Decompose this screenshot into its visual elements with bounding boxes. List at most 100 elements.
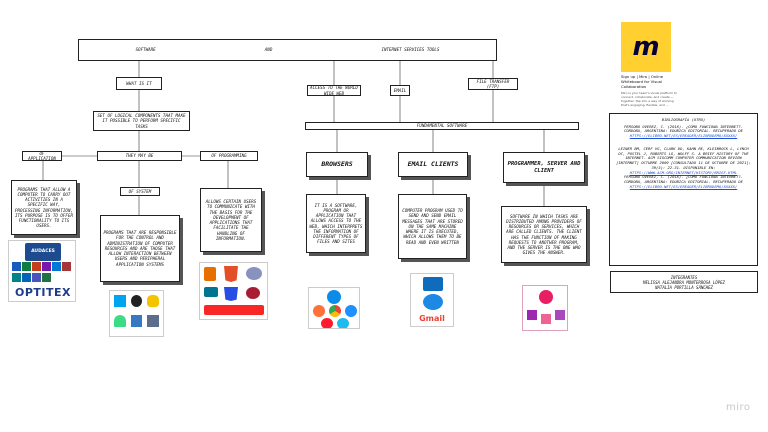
members-box: INTEGRANTES MELISSA ALEJANDRA MONTERROSA… — [610, 271, 758, 293]
node-programmer-text: PROGRAMMER, SERVER AND CLIENT — [507, 160, 581, 174]
tools-icon — [147, 315, 159, 327]
bibliography-heading: BIBLIOGRAFÍA (OTRO) — [661, 117, 706, 122]
node-fundamental: FUNDAMENTAL SOFTWARE — [305, 122, 579, 130]
optitex-logo: OPTITEX — [11, 285, 75, 301]
node-email-text: EMAIL — [393, 87, 407, 93]
sql-server-icon — [246, 287, 260, 299]
audaces-logo-text: AUDACES — [31, 249, 55, 254]
miro-watermark: miro — [726, 402, 751, 413]
node-prog-server-desc-text: SOFTWARE IN WHICH TASKS ARE DISTRIBUTED … — [506, 213, 582, 256]
settings-icon — [131, 315, 142, 327]
chrome-icon — [329, 305, 341, 317]
node-prog-desc: ALLOWS CERTAIN USERS TO COMMUNICATE WITH… — [200, 188, 262, 252]
node-browsers-text: BROWSERS — [321, 160, 353, 169]
node-of-programming: OF PROGRAMMING — [200, 151, 258, 161]
node-they-may-be: THEY MAY BE — [97, 151, 182, 161]
member-name-1: MELISSA ALEJANDRA MONTERROSA LÓPEZ — [643, 279, 725, 285]
mail-icon — [423, 294, 443, 310]
word-icon — [12, 262, 21, 271]
node-access-web-text: ACCESS TO THE WORLD WIDE WEB — [310, 85, 358, 96]
onedrive-icon — [22, 272, 31, 282]
title-right: INTERNET SERVICES TOOLS — [381, 47, 440, 53]
opera-icon — [321, 318, 333, 328]
node-email-clients-text: EMAIL CLIENTS — [407, 160, 459, 169]
node-programmer: PROGRAMMER, SERVER AND CLIENT — [503, 152, 585, 183]
firefox-icon — [313, 305, 325, 317]
office-icons — [12, 262, 74, 282]
node-email: EMAIL — [390, 85, 410, 96]
title-mid: AND — [264, 47, 273, 53]
audaces-logo: AUDACES — [25, 243, 61, 261]
safari-icon — [345, 305, 357, 317]
css3-icon — [224, 287, 238, 301]
node-of-application: OF APPLICATION — [22, 151, 62, 161]
onenote-icon — [42, 262, 51, 271]
linux-icon — [147, 295, 159, 307]
client-icon-1 — [527, 310, 537, 320]
bibliography-entry-2: LEINER BM, CERF VG, CLARK DD, KAHN RE, K… — [616, 145, 751, 170]
node-app-desc: PROGRAMS THAT ALLOW A COMPUTER TO CARRY … — [11, 180, 77, 235]
node-set-of-logical: SET OF LOGICAL COMPONENTS THAT MAKE IT P… — [93, 111, 190, 131]
optitex-logo-text: OPTITEX — [14, 286, 71, 299]
node-browsers-desc: IT IS A SOFTWARE, PROGRAM OR APPLICATION… — [306, 194, 366, 253]
bibliography-box: BIBLIOGRAFÍA (OTRO) PERSONO OVEREZ, C. (… — [609, 113, 758, 266]
powerpoint-icon — [32, 262, 41, 271]
php-icon — [246, 267, 262, 280]
node-of-system-text: OF SYSTEM — [128, 188, 152, 194]
member-name-2: NATALIA PORTILLA SÁNCHEZ — [655, 284, 713, 290]
access-icon — [62, 262, 71, 271]
client-server-image — [522, 285, 568, 331]
bibliography-link-2[interactable]: HTTPS://WWW.ACM.ORG/INTERNET/HISTORY/BRI… — [629, 169, 738, 175]
excel-icon — [22, 262, 31, 271]
node-what-is-it: WHAT IS IT — [116, 77, 162, 90]
miro-card-desc: Miro is your team's visual platform to c… — [621, 91, 677, 107]
mysql-icon — [204, 287, 218, 297]
teams-icon — [32, 272, 41, 282]
node-access-web: ACCESS TO THE WORLD WIDE WEB — [307, 85, 361, 96]
node-browsers: BROWSERS — [306, 152, 368, 177]
android-icon — [114, 315, 126, 327]
node-browsers-desc-text: IT IS A SOFTWARE, PROGRAM OR APPLICATION… — [309, 202, 363, 245]
node-prog-server-desc: SOFTWARE IN WHICH TASKS ARE DISTRIBUTED … — [501, 206, 587, 263]
programming-logos-image — [199, 262, 268, 320]
apple-icon — [131, 295, 142, 307]
oracle-icon — [204, 305, 264, 315]
node-system-desc: PROGRAMS THAT ARE RESPONSIBLE FOR THE CO… — [100, 215, 180, 282]
miro-card-title[interactable]: Sign up | Miro | Online Whiteboard for V… — [621, 74, 664, 89]
bibliography-link-1[interactable]: HTTPS://ELIBRO.NET/ES/EREADER/ELIBRODEMO… — [629, 133, 738, 139]
node-email-desc: COMPUTER PROGRAM USED TO SEND AND SEND E… — [398, 194, 467, 259]
node-they-may-be-text: THEY MAY BE — [125, 153, 154, 159]
server-icon — [539, 290, 553, 304]
title-left: SOFTWARE — [135, 47, 156, 53]
node-fundamental-text: FUNDAMENTAL SOFTWARE — [416, 123, 468, 129]
java-icon — [204, 267, 216, 281]
miro-m-icon: m — [632, 32, 660, 62]
node-of-application-text: OF APPLICATION — [28, 151, 56, 161]
bibliography-entry-1: PERSONO OVEREZ, C. (2018). ¿CÓMO FUNCION… — [624, 123, 743, 134]
node-file-transfer: FILE TRANSFER (FTP) — [468, 78, 518, 90]
client-icon-3 — [555, 310, 565, 320]
title-banner: SOFTWARE AND INTERNET SERVICES TOOLS — [78, 39, 497, 61]
node-prog-desc-text: ALLOWS CERTAIN USERS TO COMMUNICATE WITH… — [205, 199, 257, 241]
node-what-is-it-text: WHAT IS IT — [126, 80, 152, 86]
windows-icon — [114, 295, 126, 307]
bibliography-entry-3: PERSONO OVEREZ, C. (2018). ¿CÓMO FUNCION… — [624, 174, 743, 185]
node-app-desc-text: PROGRAMS THAT ALLOW A COMPUTER TO CARRY … — [15, 186, 73, 229]
outlook-icon — [52, 262, 61, 271]
html5-icon — [224, 266, 238, 282]
bibliography-link-3[interactable]: HTTPS://ELIBRO.NET/ES/EREADER/ELIBRODEMO… — [629, 183, 738, 189]
sheets-icon — [42, 272, 51, 282]
node-system-desc-text: PROGRAMS THAT ARE RESPONSIBLE FOR THE CO… — [103, 230, 177, 267]
node-of-programming-text: OF PROGRAMMING — [211, 153, 247, 159]
node-of-system: OF SYSTEM — [120, 187, 160, 196]
os-logos-image — [109, 290, 164, 337]
node-file-transfer-text: FILE TRANSFER (FTP) — [476, 78, 510, 89]
ie-icon — [337, 318, 349, 328]
members-heading: INTEGRANTES — [670, 274, 698, 280]
node-set-of-logical-text: SET OF LOGICAL COMPONENTS THAT MAKE IT P… — [97, 113, 186, 129]
browser-logos-image — [308, 287, 360, 329]
outlook-logo-icon — [423, 277, 443, 291]
app-logos-image: AUDACES OPTITEX — [8, 240, 76, 302]
miro-card-logo[interactable]: m — [621, 22, 671, 72]
node-email-clients: EMAIL CLIENTS — [398, 152, 468, 177]
